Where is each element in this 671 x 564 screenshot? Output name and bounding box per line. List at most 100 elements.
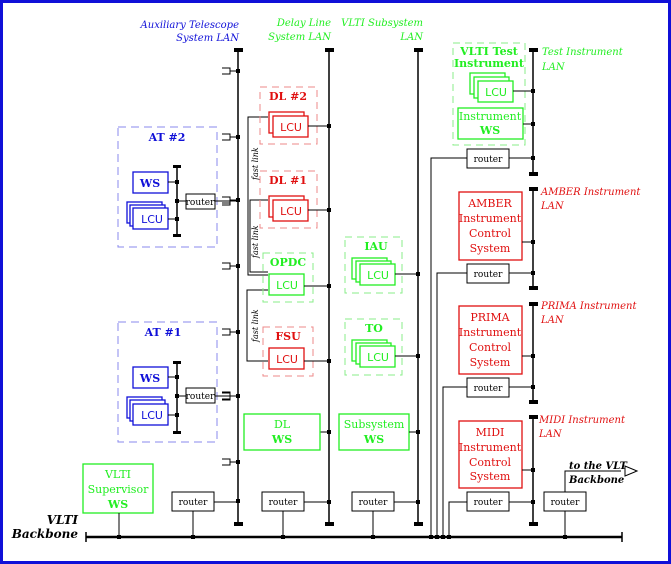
node-label: DL xyxy=(274,418,291,431)
node-label: MIDI xyxy=(476,426,505,439)
at1-router[interactable]: router xyxy=(185,387,216,404)
node-label: WS xyxy=(139,372,160,385)
lan-label-line: LAN xyxy=(538,429,563,440)
lan-label-line: Auxiliary Telescope xyxy=(140,20,240,31)
lan-label-at: Auxiliary Telescope System LAN xyxy=(140,20,241,44)
node-label: Control xyxy=(469,227,511,240)
iau-lcu-stack[interactable]: LCU xyxy=(351,257,396,286)
at2-lcu-stack[interactable]: LCU xyxy=(126,201,169,230)
lan-label-dl: Delay Line System LAN xyxy=(268,18,332,43)
group-at2: AT #2 WS LCU router xyxy=(117,126,238,248)
node-label: WS xyxy=(139,177,160,190)
fast-link-label: fast link xyxy=(251,147,260,181)
lan-label-line: Test Instrument xyxy=(542,47,624,58)
node-label: PRIMA xyxy=(470,311,510,324)
amber-router[interactable]: router xyxy=(466,263,510,284)
group-to: TO LCU xyxy=(344,318,403,376)
lan-label-line: LAN xyxy=(541,62,566,73)
to-lcu-stack[interactable]: LCU xyxy=(351,339,396,368)
lan-label-line: Delay Line xyxy=(276,18,331,29)
supervisor-ws-node[interactable]: VLTI Supervisor WS xyxy=(82,463,154,514)
at-lan-connectors xyxy=(222,67,238,466)
group-boundary xyxy=(344,318,403,376)
backbone-drops xyxy=(118,465,639,537)
group-title: DL #2 xyxy=(269,90,307,103)
node-label: LCU xyxy=(276,353,298,366)
router-label: router xyxy=(269,498,298,508)
dl2-lcu-stack[interactable]: LCU xyxy=(268,111,309,138)
dl1-lcu-stack[interactable]: LCU xyxy=(268,195,309,222)
fast-link-label: fast link xyxy=(251,309,260,343)
dl-ws-node[interactable]: DL WS xyxy=(243,413,321,451)
amber-ics-node[interactable]: AMBER Instrument Control System xyxy=(458,191,523,261)
midi-router[interactable]: router xyxy=(466,491,510,512)
group-title: AT #1 xyxy=(144,326,182,339)
node-label: Instrument xyxy=(459,441,522,454)
node-label: LCU xyxy=(367,351,389,364)
bus-terminators xyxy=(234,48,538,526)
lan-label-line: MIDI Instrument xyxy=(538,415,626,426)
lan-label-line: LAN xyxy=(399,32,424,43)
midi-ics-node[interactable]: MIDI Instrument Control System xyxy=(458,420,523,489)
instrument-ws-node[interactable]: Instrument WS xyxy=(457,107,524,140)
group-title: FSU xyxy=(275,330,301,343)
group-test-instrument: VLTI Test Instrument LCU Instrument WS xyxy=(452,42,526,146)
node-label: Supervisor xyxy=(88,483,149,496)
node-label: Instrument xyxy=(459,212,522,225)
test-lcu-stack[interactable]: LCU xyxy=(469,72,514,103)
prima-router[interactable]: router xyxy=(466,377,510,398)
group-fsu: FSU LCU xyxy=(262,326,314,377)
subsystem-ws-node[interactable]: Subsystem WS xyxy=(338,413,410,451)
node-label: LCU xyxy=(280,121,302,134)
vlt-router[interactable]: router xyxy=(543,491,587,512)
test-router[interactable]: router xyxy=(466,148,510,169)
node-label: System xyxy=(470,470,511,483)
lan-label-line: LAN xyxy=(540,315,565,326)
at1-lcu-stack[interactable]: LCU xyxy=(126,396,169,426)
router-label: router xyxy=(186,198,215,208)
backbone-taps xyxy=(117,535,567,539)
router-label: router xyxy=(551,498,580,508)
vlti-backbone-label: VLTI Backbone xyxy=(11,513,79,541)
group-dl1: DL #1 LCU xyxy=(259,170,318,229)
node-label: Instrument xyxy=(459,110,522,123)
lan-label-line: System LAN xyxy=(176,33,240,44)
lan-label-prima: PRIMA Instrument LAN xyxy=(540,301,637,326)
group-opdc: OPDC LCU xyxy=(262,252,314,303)
fast-link-labels: fast link fast link fast link xyxy=(251,147,260,343)
lan-label-midi: MIDI Instrument LAN xyxy=(538,415,626,440)
backbone-label-line: Backbone xyxy=(11,527,79,541)
at-lan-router[interactable]: router xyxy=(171,491,215,512)
router-label: router xyxy=(474,270,503,280)
group-title: VLTI Test xyxy=(459,45,519,58)
vlt-backbone-label: to the VLT Backbone xyxy=(568,461,628,486)
group-title: AT #2 xyxy=(148,131,186,144)
subsystem-lan-router[interactable]: router xyxy=(351,491,395,512)
router-label: router xyxy=(186,392,215,402)
lan-buses xyxy=(237,50,534,524)
group-title: TO xyxy=(365,322,383,335)
connector-icon xyxy=(222,328,238,336)
group-title: DL #1 xyxy=(269,174,307,187)
fast-link-wires xyxy=(246,116,268,362)
node-label: System xyxy=(470,356,511,369)
opdc-lcu[interactable]: LCU xyxy=(268,273,305,296)
node-label: Control xyxy=(469,341,511,354)
fsu-lcu[interactable]: LCU xyxy=(268,347,305,370)
group-title: Instrument xyxy=(454,57,525,70)
group-at1: AT #1 WS LCU router xyxy=(117,321,238,443)
node-label: LCU xyxy=(367,269,389,282)
at1-ws-node[interactable]: WS xyxy=(132,366,169,389)
connector-icon xyxy=(222,133,238,141)
dl-lan-router[interactable]: router xyxy=(261,491,305,512)
at2-router[interactable]: router xyxy=(185,193,216,210)
group-boundary xyxy=(259,86,318,145)
node-label: AMBER xyxy=(467,197,512,210)
prima-ics-node[interactable]: PRIMA Instrument Control System xyxy=(458,305,523,375)
node-label: WS xyxy=(363,433,384,446)
node-label: Control xyxy=(469,456,511,469)
group-boundary xyxy=(117,321,218,443)
at2-ws-node[interactable]: WS xyxy=(132,171,169,194)
instrument-links xyxy=(430,90,533,537)
